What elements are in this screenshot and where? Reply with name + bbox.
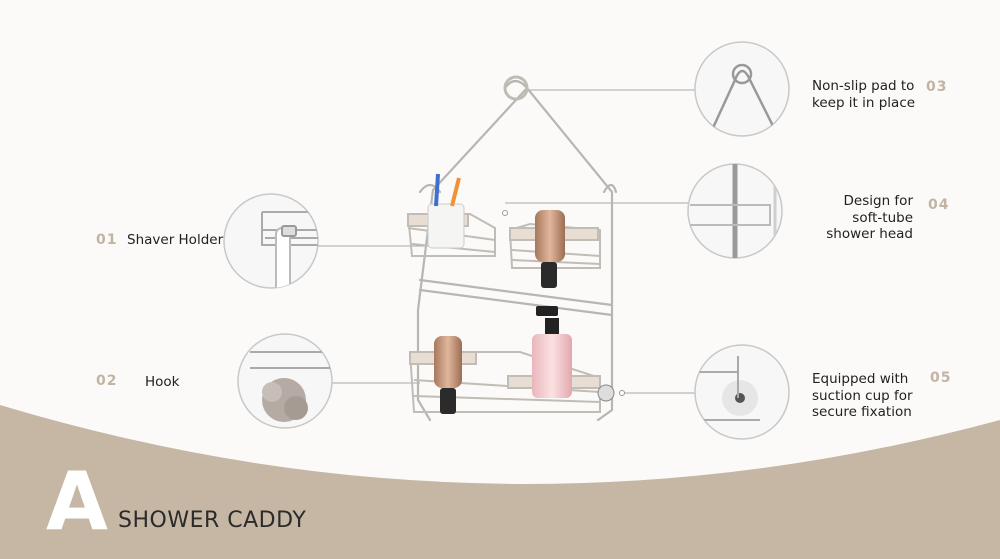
bronze-bottle-upper bbox=[535, 210, 565, 288]
leader-lines bbox=[318, 89, 695, 394]
caddy-frame bbox=[416, 79, 618, 422]
feature-label-hook: Hook bbox=[145, 374, 180, 390]
page-title: SHOWER CADDY bbox=[118, 508, 307, 533]
suction-cup-detail bbox=[694, 344, 790, 440]
feature-label-shower-head: Design for soft-tube shower head bbox=[826, 193, 913, 242]
feature-number-01: 01 bbox=[96, 232, 118, 248]
top-hook-pad bbox=[503, 75, 529, 101]
shower-hose-detail bbox=[687, 163, 783, 259]
feature-number-03: 03 bbox=[926, 79, 948, 95]
feature-label-suction-cup: Equipped with suction cup for secure fix… bbox=[812, 371, 913, 420]
loofah-hook-detail bbox=[237, 333, 333, 429]
shaver-holder-detail bbox=[223, 193, 319, 289]
feature-number-05: 05 bbox=[930, 370, 952, 386]
feature-number-04: 04 bbox=[928, 197, 950, 213]
footer-band bbox=[0, 405, 1000, 559]
feature-label-non-slip-pad: Non-slip pad to keep it in place bbox=[812, 78, 916, 111]
pink-pump-bottle bbox=[532, 306, 572, 398]
section-letter: A bbox=[46, 455, 108, 548]
toothbrush-cup bbox=[427, 173, 465, 249]
feature-label-shaver-holder: Shaver Holder bbox=[127, 232, 224, 248]
bronze-bottle-lower bbox=[434, 336, 462, 414]
feature-number-02: 02 bbox=[96, 373, 118, 389]
non-slip-pad-detail bbox=[694, 41, 790, 137]
suction-cup bbox=[597, 384, 615, 402]
